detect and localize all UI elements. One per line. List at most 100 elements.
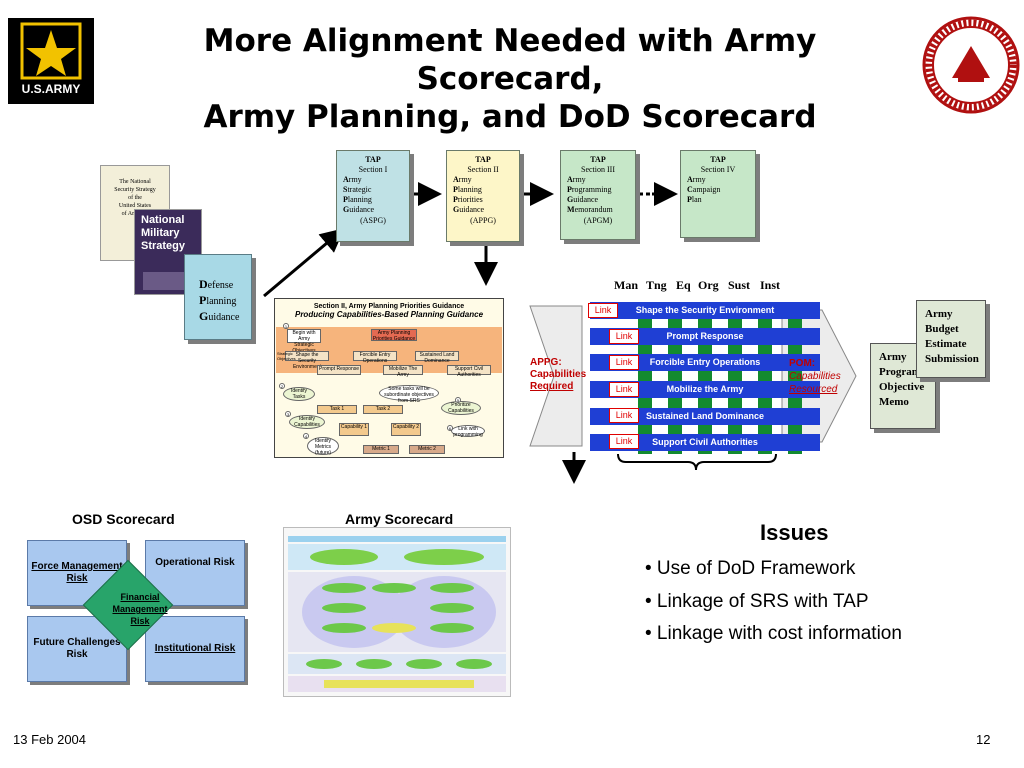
col-eq: Eq <box>676 278 691 292</box>
identify-tasks-oval: Identify Tasks <box>283 387 315 401</box>
dpg-line2: Planning <box>199 293 237 307</box>
apg-box: Army Planning Priorities Guidance <box>371 329 417 342</box>
army-logo-text: U.S.ARMY <box>21 82 81 96</box>
col-man: Man <box>614 278 638 292</box>
page-number: 12 <box>976 732 991 747</box>
nss-line1: The National <box>119 179 151 185</box>
tap-line: Guidance <box>343 205 375 214</box>
row-prompt: Prompt Response <box>590 328 820 345</box>
footer-date: 13 Feb 2004 <box>13 732 87 747</box>
nss-line3: of the <box>128 195 142 201</box>
matrix-grid <box>562 296 822 456</box>
tap-line: Plan <box>687 195 702 204</box>
col-tng: Tng <box>646 278 667 292</box>
forcible-box: Forcible Entry Operations <box>353 351 397 364</box>
section2-subtitle: Producing Capabilities-Based Planning Gu… <box>294 310 484 319</box>
col-inst: Inst <box>760 278 781 292</box>
matrix-column-1 <box>638 302 652 454</box>
step-number-6: 6 <box>447 425 453 431</box>
col-org: Org <box>698 278 719 292</box>
osd-scorecard-title: OSD Scorecard <box>72 511 175 527</box>
begin-box: Begin with Army Strategic Objectives (SO… <box>287 329 321 360</box>
prioritize-oval: Prioritize Capabilities <box>441 401 481 415</box>
step-number-1: 1 <box>283 323 289 329</box>
link-tag-2: Link <box>609 329 639 344</box>
tap-line: Strategic <box>343 185 372 194</box>
nss-line4: United States <box>118 203 152 209</box>
link-prog-oval: Link with programming <box>451 425 485 438</box>
link-tag-5: Link <box>609 408 639 423</box>
army-star-icon <box>8 18 94 104</box>
task1-box: Task 1 <box>317 405 357 414</box>
tap-line: Memorandum <box>567 205 613 214</box>
cap2-box: Capability 2 <box>391 423 421 436</box>
nms-book-image <box>143 272 193 290</box>
prompt-box: Prompt Response <box>317 365 361 375</box>
slide-title: More Alignment Needed with Army Scorecar… <box>120 22 900 136</box>
tap-header: TAP <box>365 155 381 164</box>
tap-section-label: Section III <box>581 165 615 174</box>
issue-item-2: • Linkage of SRS with TAP <box>645 591 869 612</box>
tap-line: Guidance <box>453 205 485 214</box>
tap-line: Army <box>567 175 586 184</box>
tap-line: Programming <box>567 185 612 194</box>
slide-title-line2: Army Planning, and DoD Scorecard <box>203 99 817 135</box>
tap-line: Planning <box>453 185 482 194</box>
dpg-line1: Defense <box>199 277 234 291</box>
sustained-box: Sustained Land Dominance <box>415 351 459 364</box>
seal-icon <box>922 16 1020 114</box>
issues-heading: Issues <box>760 520 829 545</box>
task2-box: Task 2 <box>363 405 403 414</box>
row-shape: Shape the Security Environment <box>590 302 820 319</box>
identify-caps-oval: Identify Capabilities <box>289 415 325 429</box>
tap-line: Army <box>343 175 362 184</box>
brace <box>617 453 777 471</box>
tap-acronym: (ASPG) <box>360 216 386 225</box>
row-mobilize: Mobilize the Army <box>590 381 820 398</box>
army-scorecard-title: Army Scorecard <box>345 511 454 527</box>
tap-line: Army <box>453 175 472 184</box>
tap-header: TAP <box>590 155 606 164</box>
link-tag-4: Link <box>609 382 639 397</box>
identify-metrics-oval: Identify Metrics (future) <box>307 437 339 456</box>
appg-label: APPG: Capabilities Required <box>530 357 587 392</box>
support-box: Support Civil Authorities <box>447 365 491 378</box>
matrix-columns <box>562 296 822 456</box>
slide-title-line1: More Alignment Needed with Army Scorecar… <box>203 23 817 97</box>
link-tag-3: Link <box>609 355 639 370</box>
step-number-2: 2 <box>279 383 285 389</box>
step-number-5: 5 <box>455 397 461 403</box>
dpg-line3: Guidance <box>199 309 240 323</box>
tap-acronym: (APPG) <box>470 216 496 225</box>
tap-section-label: Section IV <box>700 165 736 174</box>
some-tasks-oval: Some tasks will be subordinate objective… <box>379 385 439 404</box>
tap-acronym: (APGM) <box>583 216 613 225</box>
tap-line: Campaign <box>687 185 721 194</box>
nms-line3: Strategy <box>141 240 186 252</box>
side-label: Strategic Objectives <box>277 351 296 361</box>
cap1-box: Capability 1 <box>339 423 369 436</box>
tap-line: Army <box>687 175 706 184</box>
section2-priorities-diagram: Section II, Army Planning Priorities Gui… <box>274 298 504 458</box>
tap-line: Priorities <box>453 195 483 204</box>
pom-label: POM: Capabilities Resourced <box>789 358 841 395</box>
tap-header: TAP <box>475 155 491 164</box>
matrix-column-3 <box>698 302 712 454</box>
step-number-3: 3 <box>285 411 291 417</box>
assistant-secretary-seal <box>922 16 1020 114</box>
matrix-column-4 <box>728 302 742 454</box>
metric1-box: Metric 1 <box>363 445 399 454</box>
tap-line: Planning <box>343 195 372 204</box>
link-tag-6: Link <box>609 434 639 449</box>
issue-item-1: • Use of DoD Framework <box>645 558 856 579</box>
matrix-column-2 <box>668 302 682 454</box>
army-scorecard-thumbnail <box>283 527 511 697</box>
row-support: Support Civil Authorities <box>590 434 820 451</box>
row-forcible: Forcible Entry Operations <box>590 354 820 371</box>
shape-box: Shape the Security Environment <box>285 351 329 370</box>
institutional-risk: Institutional Risk <box>145 616 245 682</box>
